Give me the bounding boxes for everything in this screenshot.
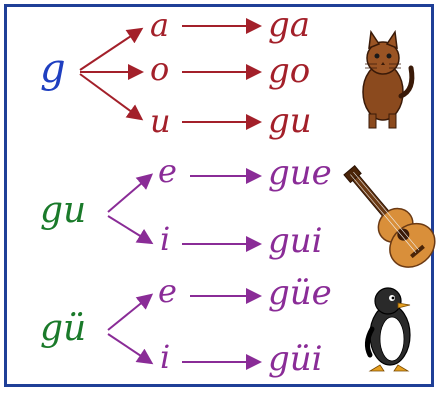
result-gui: gui [268, 221, 323, 261]
result-guee: güe [268, 273, 332, 313]
section-gu: gu e i gue gui [40, 152, 332, 261]
vowel-i-2: i [160, 338, 170, 376]
section-g: g a o u ga go gu [40, 5, 312, 141]
vowel-u: u [150, 102, 171, 140]
diagram-frame [4, 4, 434, 387]
vowel-a: a [150, 6, 169, 44]
result-gu: gu [268, 101, 312, 141]
root-g: g [40, 46, 66, 92]
branch-g-a [79, 27, 144, 71]
vowel-e-1: e [158, 152, 177, 190]
root-gu: gu [40, 190, 86, 231]
cat-picture [362, 29, 415, 129]
penguin-picture [364, 287, 411, 372]
vowel-i-1: i [160, 220, 170, 258]
section-gue-dieresis: gü e i güe güi [40, 272, 332, 379]
vowel-e-2: e [158, 272, 177, 310]
vowel-o: o [150, 50, 169, 88]
guitar-picture [343, 165, 436, 268]
branch-gu-i [107, 215, 154, 245]
result-gue: gue [268, 153, 332, 193]
branch-gu-e [107, 173, 154, 213]
root-gu-dieresis: gü [40, 308, 86, 349]
branch-gu-dieresis-e [107, 293, 154, 331]
result-go: go [268, 51, 310, 91]
branch-g-u [79, 73, 144, 121]
branch-gu-dieresis-i [107, 333, 154, 365]
result-guei: güi [268, 339, 323, 379]
result-ga: ga [268, 5, 310, 45]
